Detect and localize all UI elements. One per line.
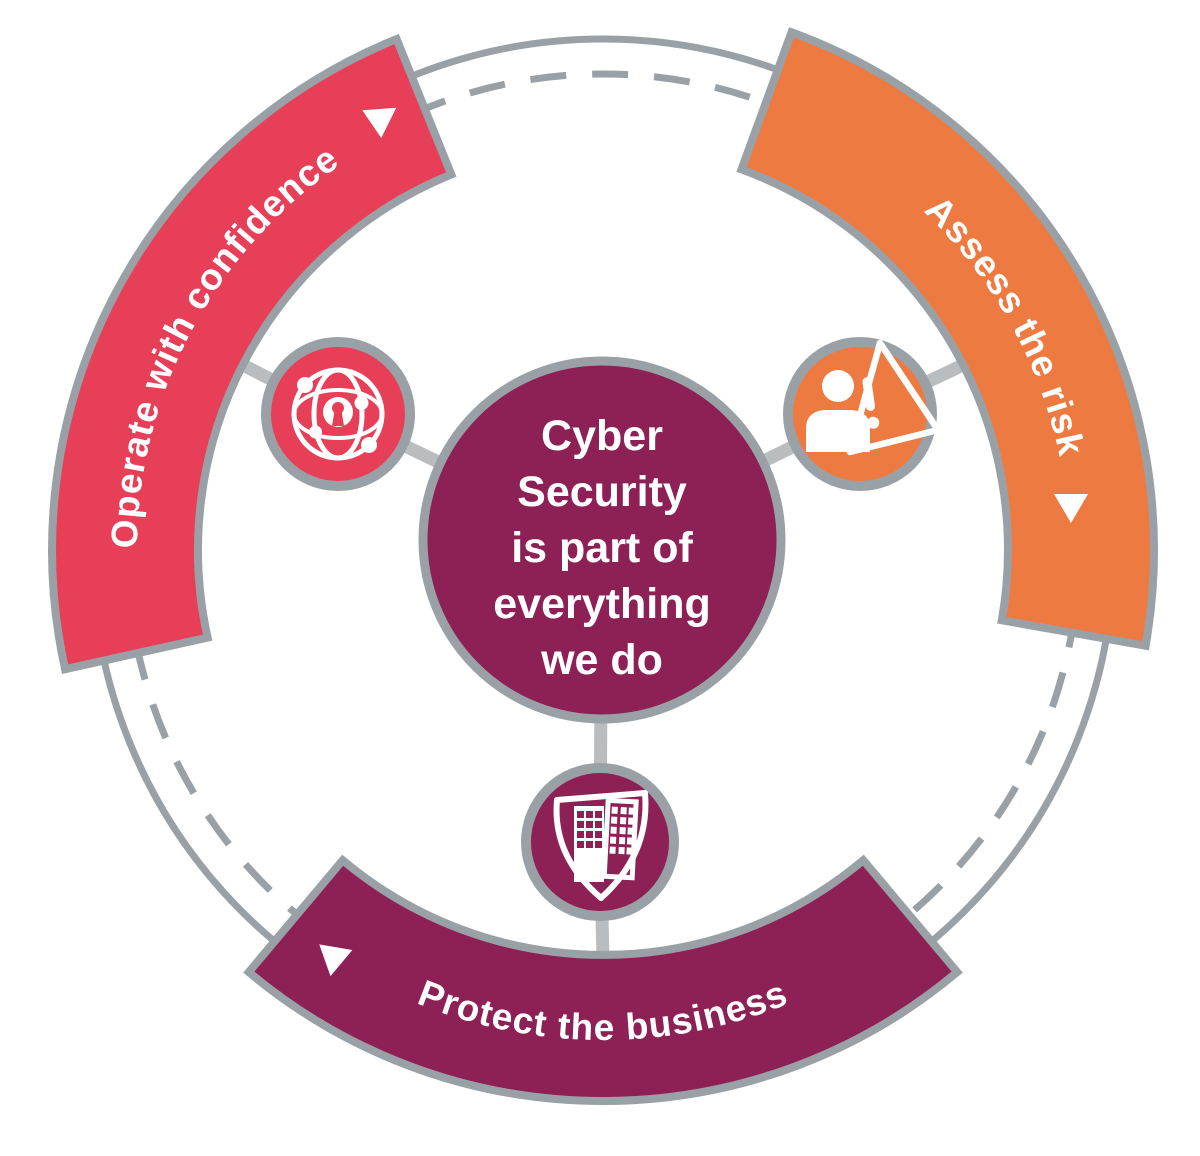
- globe-network-lock-icon: [291, 367, 385, 461]
- flow-arrows: [319, 107, 1088, 977]
- protect-arrow-icon: [319, 944, 353, 977]
- shield-building-icon: [553, 790, 649, 901]
- center-text-line: everything: [493, 580, 710, 628]
- center-text-line: Cyber: [541, 412, 663, 460]
- segment-arc-assess: [736, 27, 1158, 651]
- center-text-line: is part of: [511, 524, 693, 572]
- operate-arrow-icon: [362, 107, 397, 138]
- center-text-line: we do: [540, 636, 663, 684]
- segment-arc-operate: [48, 33, 457, 674]
- center-circle: [418, 356, 786, 724]
- keyhole-cutout: [332, 402, 344, 426]
- center-statement: Cyber Security is part of everything we …: [493, 412, 710, 684]
- person-warning-icon: [806, 339, 942, 456]
- building-windows-left: [577, 811, 602, 848]
- building-windows-right: [609, 806, 634, 855]
- center-text-line: Security: [517, 468, 687, 516]
- segment-arc-protect: [243, 854, 963, 1106]
- exclamation-mark: [862, 377, 880, 429]
- assess-arrow-icon: [1054, 494, 1088, 523]
